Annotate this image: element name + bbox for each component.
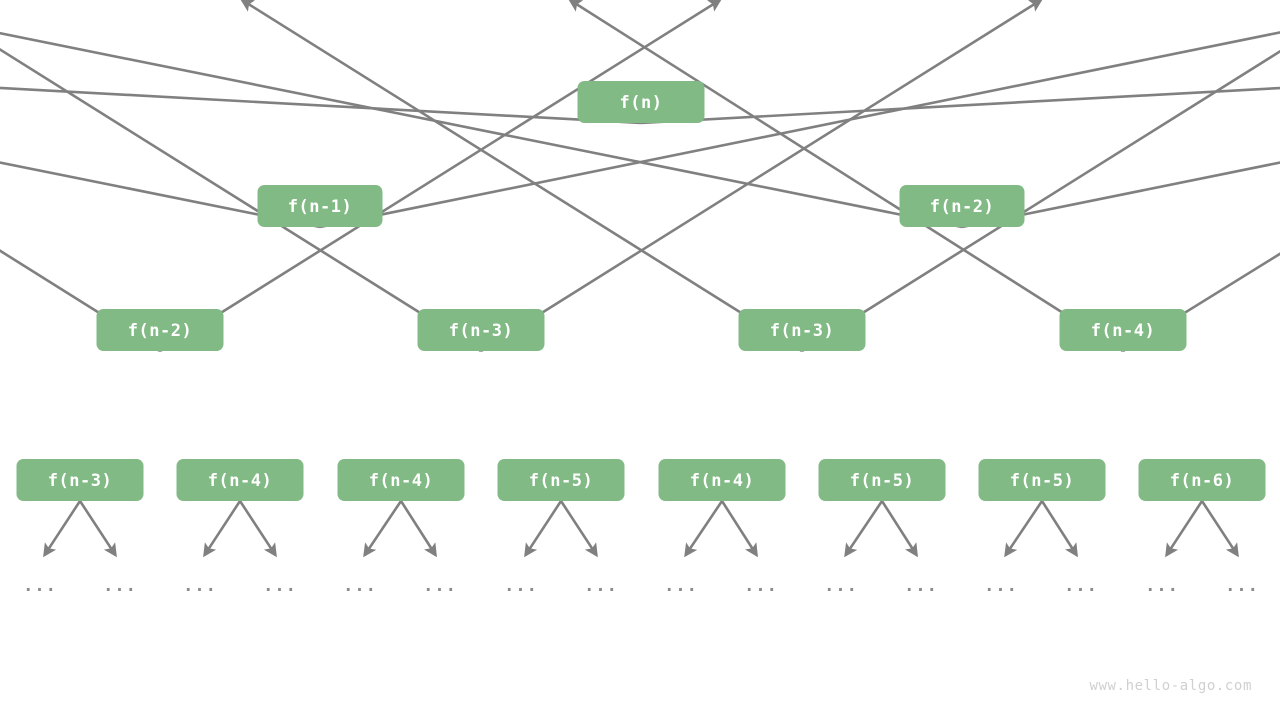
tree-node-box bbox=[417, 309, 545, 351]
tree-node-label: f(n-5) bbox=[850, 471, 914, 491]
ellipsis-label: ... bbox=[183, 576, 217, 596]
ellipsis-label: ... bbox=[423, 576, 457, 596]
tree-edge bbox=[0, 86, 642, 125]
tree-edge bbox=[0, 47, 482, 353]
tree-node-box bbox=[497, 459, 625, 501]
tree-node-label: f(n-3) bbox=[48, 471, 112, 491]
ellipsis-label: ... bbox=[1225, 576, 1259, 596]
tree-edge-to-ellipsis bbox=[844, 500, 884, 558]
tree-node-label: f(n-6) bbox=[1170, 471, 1234, 491]
tree-node[interactable]: f(n) bbox=[577, 81, 705, 123]
tree-edge bbox=[159, 0, 722, 353]
tree-node[interactable]: f(n-6) bbox=[1138, 459, 1266, 501]
tree-edge-to-ellipsis bbox=[399, 500, 437, 558]
tree-node-label: f(n-1) bbox=[288, 197, 352, 217]
tree-edge bbox=[961, 161, 1280, 229]
tree-node[interactable]: f(n-2) bbox=[96, 309, 224, 351]
tree-node-box bbox=[738, 309, 866, 351]
tree-edge bbox=[0, 249, 161, 353]
ellipsis-label: ... bbox=[263, 576, 297, 596]
ellipsis-label: ... bbox=[1145, 576, 1179, 596]
tree-node-label: f(n-4) bbox=[1091, 321, 1155, 341]
tree-node[interactable]: f(n-2) bbox=[899, 185, 1025, 227]
tree-edge bbox=[0, 31, 963, 229]
ellipsis-label: ... bbox=[103, 576, 137, 596]
ellipsis-label: ... bbox=[984, 576, 1018, 596]
tree-node-label: f(n-2) bbox=[128, 321, 192, 341]
tree-node-label: f(n-5) bbox=[529, 471, 593, 491]
tree-node-label: f(n-4) bbox=[369, 471, 433, 491]
tree-node-box bbox=[1059, 309, 1187, 351]
tree-edge-to-ellipsis bbox=[720, 500, 758, 558]
tree-edge-to-ellipsis bbox=[1004, 500, 1044, 558]
tree-node[interactable]: f(n-1) bbox=[257, 185, 383, 227]
tree-edge bbox=[640, 86, 1280, 125]
tree-edge-to-ellipsis bbox=[78, 500, 117, 558]
tree-edge bbox=[801, 49, 1280, 353]
tree-node-box bbox=[16, 459, 144, 501]
edge-layer bbox=[0, 0, 1280, 558]
tree-node-label: f(n-5) bbox=[1010, 471, 1074, 491]
tree-edge-to-ellipsis bbox=[363, 500, 403, 558]
tree-node-label: f(n-4) bbox=[690, 471, 754, 491]
tree-node-label: f(n-2) bbox=[930, 197, 994, 217]
tree-node-box bbox=[818, 459, 946, 501]
tree-node-box bbox=[96, 309, 224, 351]
ellipsis-label: ... bbox=[23, 576, 57, 596]
tree-edge-to-ellipsis bbox=[524, 500, 563, 558]
tree-node-box bbox=[257, 185, 383, 227]
ellipsis-label: ... bbox=[584, 576, 618, 596]
tree-node[interactable]: f(n-3) bbox=[417, 309, 545, 351]
tree-node-box bbox=[899, 185, 1025, 227]
tree-node[interactable]: f(n-5) bbox=[978, 459, 1106, 501]
tree-edge bbox=[568, 0, 1124, 353]
tree-edge-to-ellipsis bbox=[1200, 500, 1239, 558]
tree-node[interactable]: f(n-4) bbox=[337, 459, 465, 501]
tree-edge-to-ellipsis bbox=[43, 500, 82, 558]
tree-node-box bbox=[577, 81, 705, 123]
tree-node-label: f(n-3) bbox=[770, 321, 834, 341]
ellipsis-label: ... bbox=[664, 576, 698, 596]
tree-node[interactable]: f(n-4) bbox=[176, 459, 304, 501]
tree-edge-to-ellipsis bbox=[238, 500, 277, 558]
tree-node[interactable]: f(n-4) bbox=[658, 459, 786, 501]
tree-node-box bbox=[337, 459, 465, 501]
ellipsis-label: ... bbox=[504, 576, 538, 596]
tree-edge bbox=[319, 31, 1280, 229]
tree-node-box bbox=[978, 459, 1106, 501]
tree-node-label: f(n) bbox=[620, 93, 663, 113]
tree-edge-to-ellipsis bbox=[559, 500, 598, 558]
tree-node[interactable]: f(n-3) bbox=[16, 459, 144, 501]
tree-edge bbox=[1122, 252, 1280, 353]
tree-edge-to-ellipsis bbox=[880, 500, 918, 558]
ellipsis-label: ... bbox=[744, 576, 778, 596]
tree-node[interactable]: f(n-4) bbox=[1059, 309, 1187, 351]
ellipsis-label: ... bbox=[904, 576, 938, 596]
ellipsis-layer: ........................................… bbox=[23, 576, 1259, 596]
tree-node-label: f(n-4) bbox=[208, 471, 272, 491]
tree-node[interactable]: f(n-5) bbox=[818, 459, 946, 501]
tree-node-box bbox=[1138, 459, 1266, 501]
tree-node-box bbox=[658, 459, 786, 501]
ellipsis-label: ... bbox=[1064, 576, 1098, 596]
ellipsis-label: ... bbox=[343, 576, 377, 596]
tree-edge-to-ellipsis bbox=[203, 500, 242, 558]
tree-node-label: f(n-3) bbox=[449, 321, 513, 341]
tree-edge-to-ellipsis bbox=[1165, 500, 1204, 558]
node-layer: f(n) f(n-1) f(n-2) f(n-2) f(n-3) f(n-3) f(n-4)… bbox=[16, 81, 1266, 501]
tree-edge bbox=[240, 0, 803, 353]
tree-edge-to-ellipsis bbox=[684, 500, 724, 558]
tree-node[interactable]: f(n-3) bbox=[738, 309, 866, 351]
tree-node-box bbox=[176, 459, 304, 501]
watermark: www.hello-algo.com bbox=[1089, 678, 1252, 694]
tree-node[interactable]: f(n-5) bbox=[497, 459, 625, 501]
tree-edge bbox=[0, 161, 321, 229]
tree-edge bbox=[480, 0, 1043, 353]
tree-edge-to-ellipsis bbox=[1040, 500, 1078, 558]
ellipsis-label: ... bbox=[824, 576, 858, 596]
